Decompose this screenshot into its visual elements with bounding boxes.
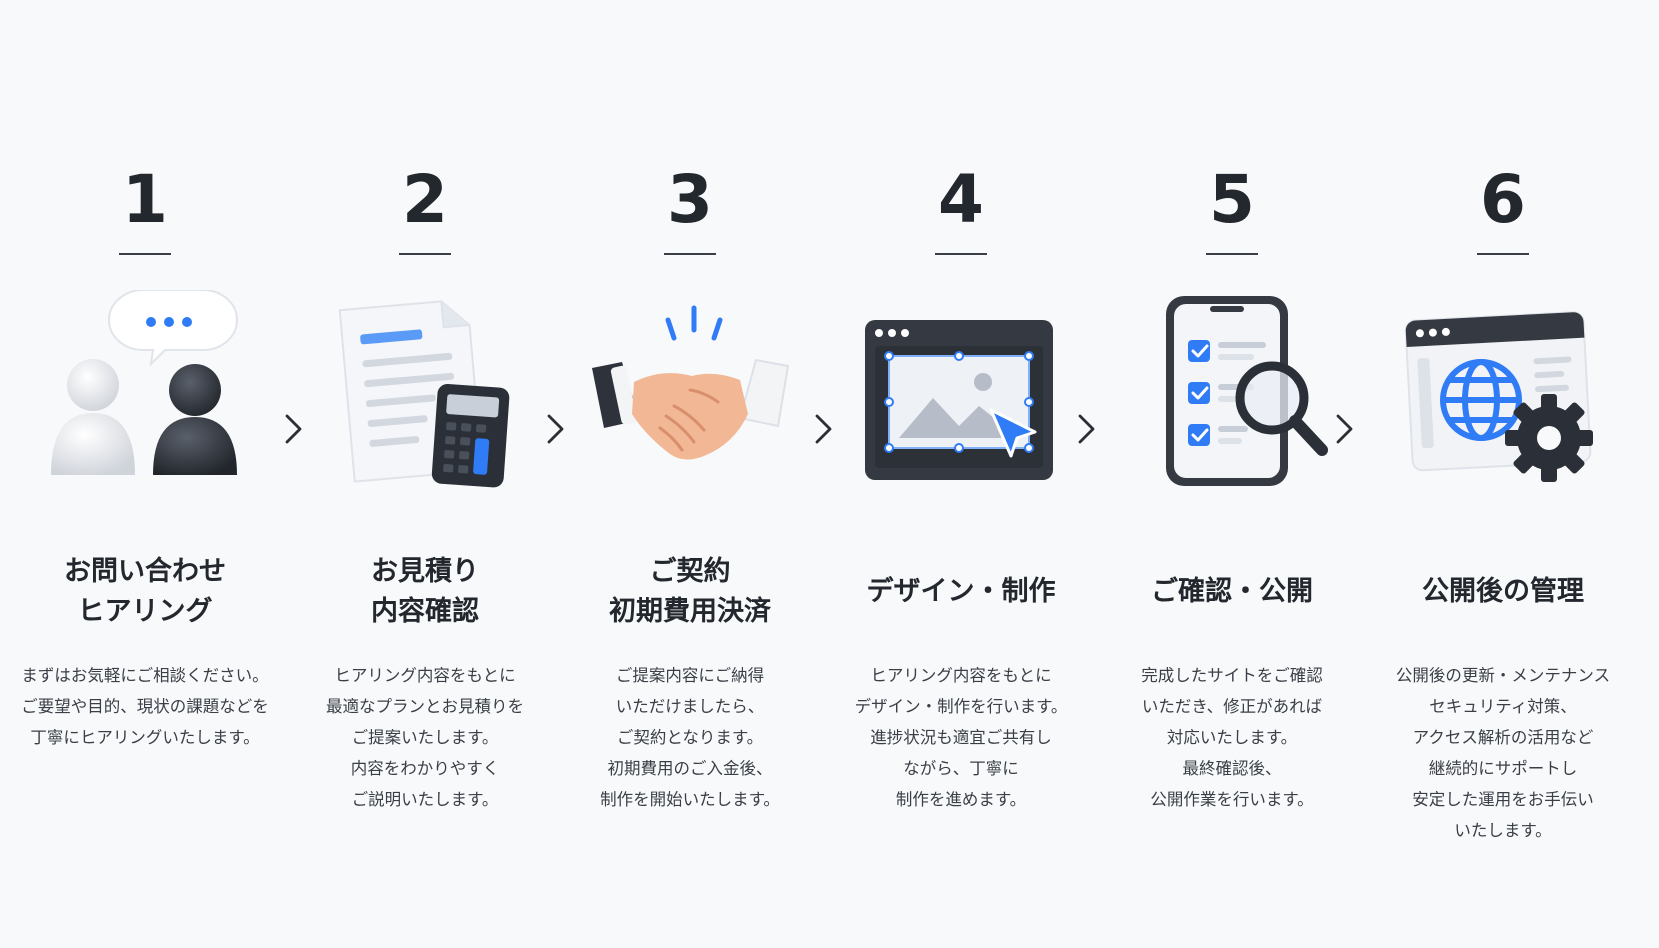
step-title: 公開後の管理 (1368, 548, 1638, 636)
step-2: 2 (290, 160, 560, 860)
step-4: 4 デザイン・制作 ヒアリング内容をもとに デザイン・制作を行います (826, 160, 1096, 860)
smartphone-checklist-magnifier-icon (1166, 296, 1328, 486)
step-number: 5 (1209, 161, 1255, 238)
step-desc-line: デザイン・制作を行います。 (854, 697, 1068, 716)
chevron-right-icon (547, 414, 564, 444)
step-desc-line: ご契約となります。 (616, 728, 764, 747)
step-desc-line: 内容をわかりやすく (350, 759, 500, 778)
step-desc-line: アクセス解析の活用など (1412, 728, 1594, 747)
step-desc-line: 継続的にサポートし (1428, 759, 1578, 778)
step-title-line: ヒアリング (77, 596, 213, 627)
step-description: 完成したサイトをご確認 いただき、修正があれば 対応いたします。 最終確認後、 … (1097, 660, 1367, 815)
chevron-right-icon (1078, 414, 1095, 444)
step-title-line: 公開後の管理 (1422, 576, 1584, 607)
step-title: ご契約 初期費用決済 (555, 548, 825, 636)
step-underline (935, 253, 987, 255)
step-desc-line: いたします。 (1454, 821, 1552, 840)
chevron-right-icon (815, 414, 832, 444)
step-description: ヒアリング内容をもとに 最適なプランとお見積りを ご提案いたします。 内容をわか… (290, 660, 560, 815)
browser-globe-gear-icon (1404, 311, 1593, 482)
step-desc-line: セキュリティ対策、 (1429, 697, 1577, 716)
step-underline (664, 253, 716, 255)
step-title-line: お見積り (371, 556, 479, 587)
step-desc-line: 対応いたします。 (1166, 728, 1298, 747)
step-number: 3 (667, 161, 713, 238)
step-number: 1 (122, 161, 168, 238)
step-desc-line: まずはお気軽にご相談ください。 (21, 666, 269, 685)
step-description: ご提案内容にご納得 いただけましたら、 ご契約となります。 初期費用のご入金後、… (555, 660, 825, 815)
step-1: 1 お (10, 160, 280, 860)
step-desc-line: 公開作業を行います。 (1150, 790, 1314, 809)
consultation-people-speech-icon (51, 290, 238, 475)
step-title: ご確認・公開 (1097, 548, 1367, 636)
step-desc-line: 最終確認後、 (1182, 759, 1282, 778)
step-desc-line: ご要望や目的、現状の課題などを (21, 697, 269, 716)
step-6: 6 (1368, 160, 1638, 860)
step-description: まずはお気軽にご相談ください。 ご要望や目的、現状の課題などを 丁寧にヒアリング… (10, 660, 280, 753)
step-desc-line: ながら、丁寧に (903, 759, 1019, 778)
step-number: 6 (1480, 161, 1526, 238)
step-title-line: ご確認・公開 (1151, 576, 1313, 607)
step-description: ヒアリング内容をもとに デザイン・制作を行います。 進捗状況も適宜ご共有し なが… (826, 660, 1096, 815)
chevron-right-icon (285, 414, 302, 444)
step-desc-line: いただけましたら、 (615, 697, 765, 716)
step-number: 4 (938, 161, 984, 238)
step-title-line: デザイン・制作 (866, 576, 1056, 607)
step-desc-line: 進捗状況も適宜ご共有し (870, 728, 1052, 747)
step-underline (1477, 253, 1529, 255)
step-desc-line: ヒアリング内容をもとに (334, 666, 516, 685)
step-desc-line: 安定した運用をお手伝い (1412, 790, 1594, 809)
step-3: 3 ご契約 初期費用決済 (555, 160, 825, 860)
step-title: デザイン・制作 (826, 548, 1096, 636)
step-desc-line: ご提案いたします。 (351, 728, 499, 747)
step-desc-line: 初期費用のご入金後、 (607, 759, 773, 778)
step-title-line: 初期費用決済 (609, 596, 771, 627)
step-number: 2 (402, 161, 448, 238)
step-desc-line: 制作を開始いたします。 (600, 790, 780, 809)
step-desc-line: ご提案内容にご納得 (615, 666, 765, 685)
handshake-icon (592, 305, 790, 460)
step-underline (399, 253, 451, 255)
step-desc-line: 最適なプランとお見積りを (326, 697, 524, 716)
step-description: 公開後の更新・メンテナンス セキュリティ対策、 アクセス解析の活用など 継続的に… (1368, 660, 1638, 846)
chevron-right-icon (1336, 414, 1353, 444)
step-title-line: 内容確認 (371, 596, 479, 627)
step-desc-line: いただき、修正があれば (1141, 697, 1323, 716)
step-title: お問い合わせ ヒアリング (10, 548, 280, 636)
browser-image-editing-icon (865, 320, 1053, 480)
step-underline (1206, 253, 1258, 255)
step-desc-line: 制作を進めます。 (895, 790, 1027, 809)
step-title: お見積り 内容確認 (290, 548, 560, 636)
step-desc-line: 完成したサイトをご確認 (1141, 666, 1323, 685)
document-calculator-icon (338, 300, 510, 488)
step-desc-line: 丁寧にヒアリングいたします。 (30, 728, 260, 747)
step-title-line: お問い合わせ (64, 556, 226, 587)
step-desc-line: ヒアリング内容をもとに (870, 666, 1052, 685)
step-5: 5 (1097, 160, 1367, 860)
step-desc-line: 公開後の更新・メンテナンス (1395, 666, 1611, 685)
step-title-line: ご契約 (649, 556, 731, 587)
step-underline (119, 253, 171, 255)
step-desc-line: ご説明いたします。 (351, 790, 499, 809)
